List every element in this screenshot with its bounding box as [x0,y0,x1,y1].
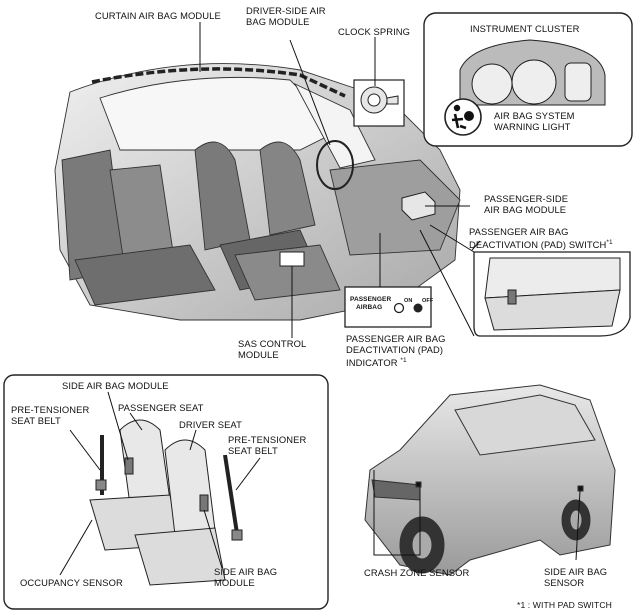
side-airbag-module-bottom-label: SIDE AIR BAG MODULE [214,566,278,588]
occupancy-sensor-label: OCCUPANCY SENSOR [20,577,123,588]
leader-lines [59,22,581,576]
vehicle-interior-illustration [54,63,461,321]
clock-spring-label: CLOCK SPRING [338,26,411,37]
footnote: *1 : WITH PAD SWITCH [517,600,612,610]
pad-off-label: OFF [422,298,434,304]
passenger-airbag-module-shape [401,191,436,221]
side-airbag-sensor-label: SIDE AIR BAG SENSOR [544,566,608,588]
pad-indicator-label: PASSENGER AIR BAG DEACTIVATION (PAD) IND… [346,333,446,369]
instrument-cluster-label: INSTRUMENT CLUSTER [470,23,580,34]
driver-side-airbag-module-label: DRIVER-SIDE AIR BAG MODULE [246,5,326,27]
crash-zone-sensor-shape [415,481,422,488]
pad-on-label: ON [404,298,413,304]
side-airbag-module-top-label: SIDE AIR BAG MODULE [62,380,169,391]
seats-illustration [89,419,243,586]
pretensioner-right-label: PRE-TENSIONER SEAT BELT [228,434,307,456]
passenger-side-airbag-module-label: PASSENGER-SIDE AIR BAG MODULE [484,193,569,215]
pretensioner-left-label: PRE-TENSIONER SEAT BELT [11,404,90,426]
airbag-warning-light-label: AIR BAG SYSTEM WARNING LIGHT [494,110,575,132]
side-airbag-sensor-shape [577,485,584,492]
crash-zone-sensor-label: CRASH ZONE SENSOR [364,567,470,578]
sas-control-module-shape [279,251,305,267]
vehicle-exterior-illustration [364,384,616,576]
pad-switch-label: PASSENGER AIR BAG DEACTIVATION (PAD) SWI… [469,226,613,251]
pad-indicator-text: PASSENGER AIRBAG [350,296,392,311]
driver-seat-label: DRIVER SEAT [179,419,242,430]
pad-switch-shape [507,289,517,305]
pad-off-icon [413,303,423,313]
sas-control-module-label: SAS CONTROL MODULE [238,338,307,360]
instrument-cluster-shape [459,39,606,106]
curtain-airbag-module-label: CURTAIN AIR BAG MODULE [95,10,221,21]
airbag-warning-icon [444,98,482,136]
clock-spring-shape [360,86,399,114]
passenger-seat-label: PASSENGER SEAT [118,402,204,413]
pad-on-icon [393,302,405,314]
